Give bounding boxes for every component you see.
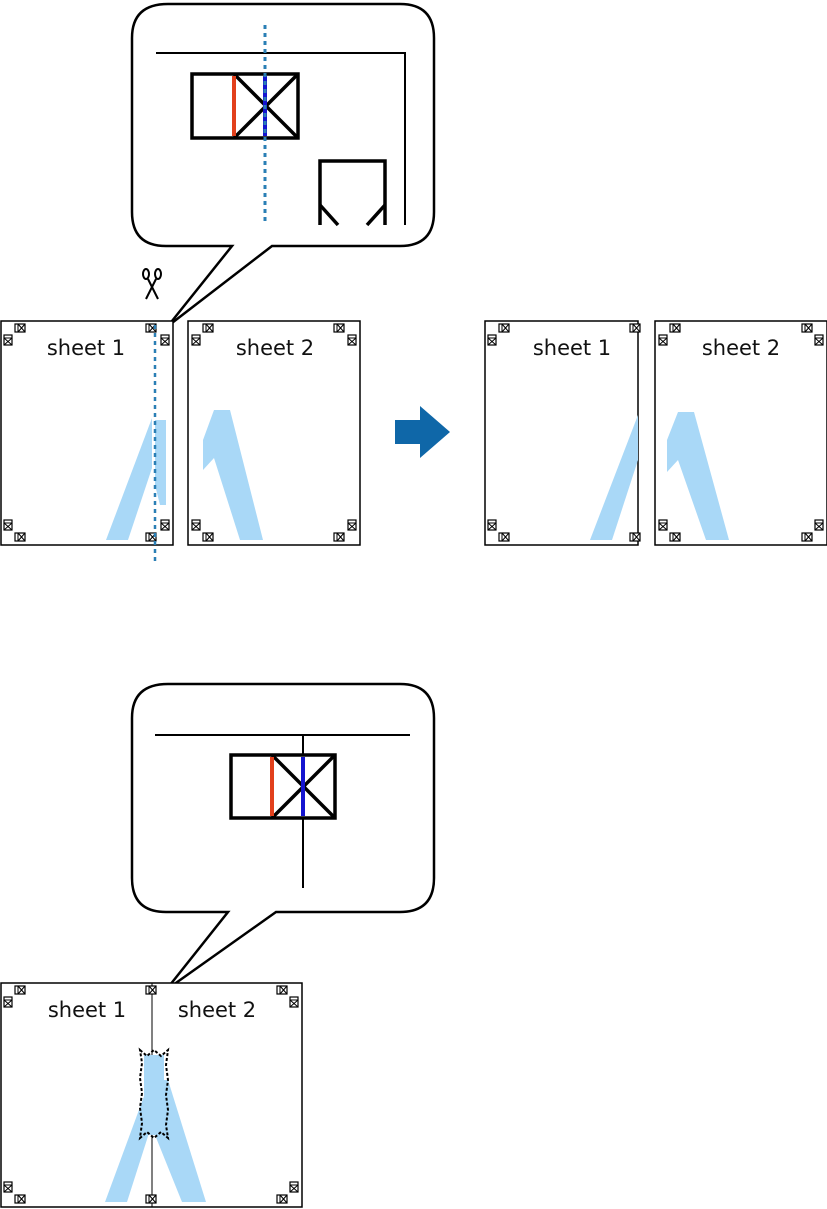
zoomed-registration-mark <box>192 74 298 138</box>
sheet-2-label: sheet 2 <box>236 336 314 360</box>
sheet-1-before: sheet 1 <box>1 321 173 545</box>
sheet-1-label: sheet 1 <box>533 336 611 360</box>
right-arrow-icon <box>395 406 450 458</box>
sheet-2-label: sheet 2 <box>702 336 780 360</box>
zoomed-registration-mark <box>231 755 335 818</box>
joined-sheets: sheet 1 sheet 2 <box>1 983 302 1207</box>
sheet-2-after: sheet 2 <box>655 321 827 545</box>
sheet-1-label: sheet 1 <box>47 336 125 360</box>
sheet-1-after: sheet 1 <box>485 321 640 545</box>
sheet-2-before: sheet 2 <box>188 321 360 545</box>
bottom-callout <box>132 684 434 990</box>
sheet-1-label: sheet 1 <box>48 998 126 1022</box>
sheet-2-label: sheet 2 <box>178 998 256 1022</box>
top-callout <box>132 4 434 326</box>
scissors-icon <box>143 269 161 299</box>
